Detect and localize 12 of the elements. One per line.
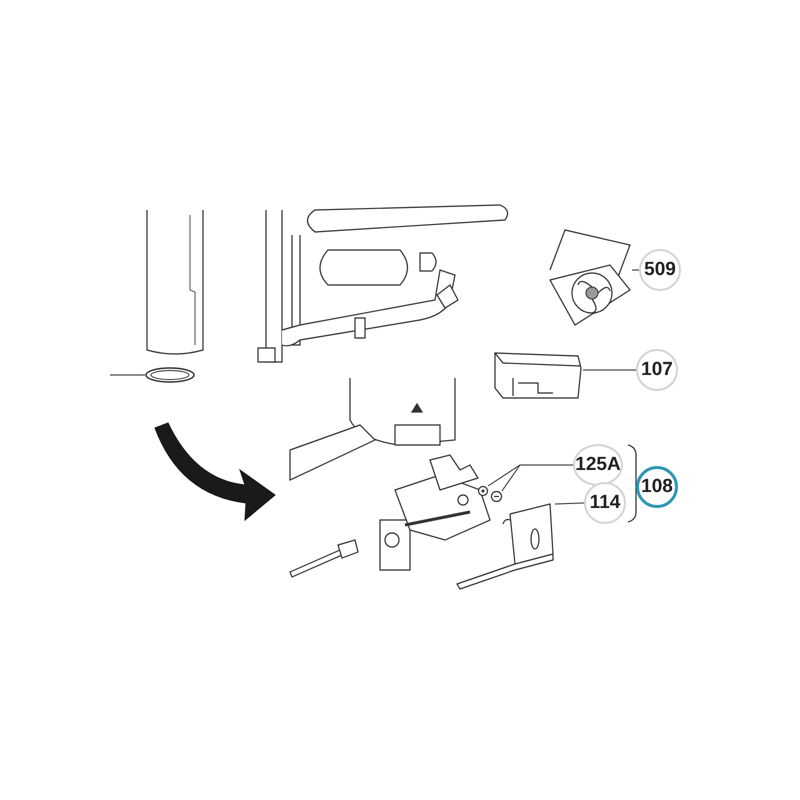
screw-drawing (491, 491, 502, 502)
leader-line (554, 502, 584, 504)
callout-number: 509 (639, 249, 681, 291)
callout-number: 114 (584, 482, 626, 524)
gasket-ring-drawing (145, 367, 195, 383)
leader-line (110, 374, 146, 376)
callout-number: 107 (636, 349, 678, 391)
nut-drawing (478, 486, 488, 496)
mounting-bracket-drawing (455, 504, 555, 592)
leader-line (502, 464, 574, 492)
callout-number: 125A (573, 444, 623, 486)
callout-number: 108 (636, 466, 678, 508)
